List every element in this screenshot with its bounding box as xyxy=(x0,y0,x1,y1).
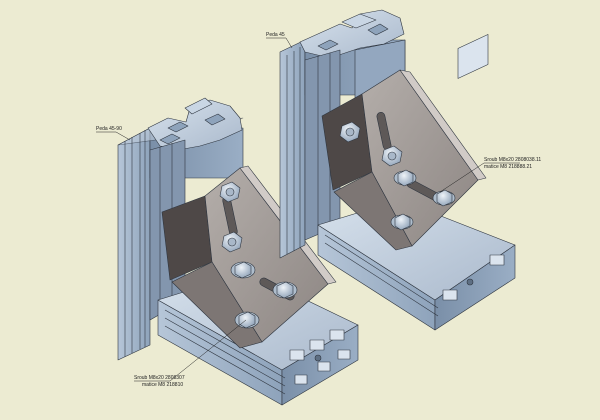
left-assembly xyxy=(117,97,359,406)
right-bracket-bolts xyxy=(339,121,456,231)
right-assembly xyxy=(279,9,516,331)
leader-screw-left xyxy=(134,319,247,382)
label-screw-right-line1: Sroub M8x20 2808038.11 xyxy=(484,157,542,163)
bolt-icon xyxy=(272,281,298,299)
right-angle-bracket xyxy=(321,69,487,251)
bolt-icon xyxy=(221,231,243,253)
label-left-profile: Peda 45-90 xyxy=(96,126,122,132)
bolt-icon xyxy=(234,311,260,329)
label-screw-left-line2: matice M8 218810 xyxy=(142,382,184,388)
leader-lines xyxy=(96,37,520,382)
label-screw-right-line2: matice M8 218888.21 xyxy=(484,164,533,170)
leader-left-profile xyxy=(96,131,131,141)
right-horizontal-profile xyxy=(317,34,516,331)
leader-screw-right xyxy=(439,162,520,193)
bolt-icon xyxy=(432,189,456,207)
leader-right-profile xyxy=(266,37,293,49)
bolt-icon xyxy=(390,213,414,231)
label-right-profile: Peda 45 xyxy=(266,32,285,38)
bolt-icon xyxy=(381,145,403,167)
bolt-icon xyxy=(339,121,361,143)
bolt-icon xyxy=(230,261,256,279)
right-vertical-profile xyxy=(279,9,406,259)
bolt-icon xyxy=(393,169,417,187)
label-screw-left-line1: Sroub M8x20 2808307 xyxy=(134,375,185,381)
bolt-icon xyxy=(219,181,241,203)
left-bracket-bolts xyxy=(219,181,298,329)
